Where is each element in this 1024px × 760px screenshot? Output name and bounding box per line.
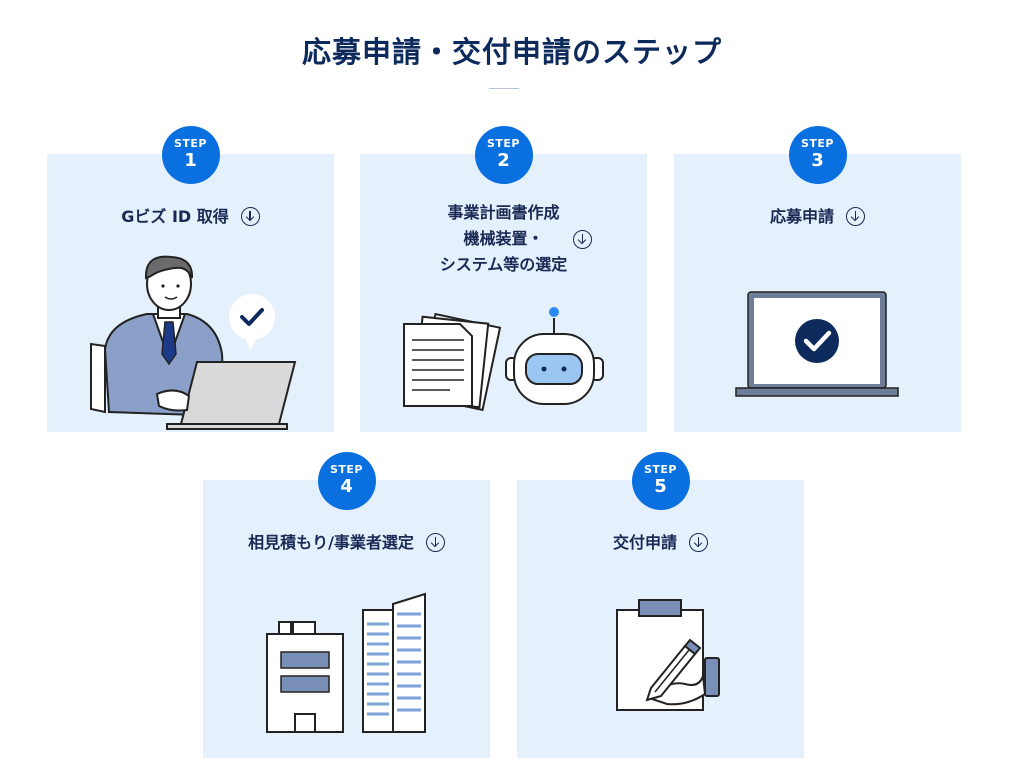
clipboard-sign-icon — [616, 599, 720, 711]
step-title-line: 機械装置・ — [463, 229, 544, 248]
step-title-1: Gビズ ID 取得 — [47, 204, 334, 230]
arrow-down-circle-icon[interactable] — [425, 533, 445, 552]
step-title-line: 交付申請 — [612, 533, 677, 552]
step-title-line: 応募申請 — [769, 207, 834, 226]
step-badge-2: STEP 2 — [474, 126, 533, 184]
step-title-4: 相見積もり/事業者選定 — [203, 530, 490, 556]
step-card-2[interactable]: STEP 2 事業計画書作成 機械装置・ システム等の選定 — [360, 126, 647, 432]
step-label: STEP — [800, 137, 834, 150]
step-number: 4 — [340, 476, 353, 497]
step-number: 2 — [497, 150, 510, 171]
step-card-5[interactable]: STEP 5 交付申請 — [517, 452, 804, 758]
step-number: 1 — [184, 150, 197, 171]
step-number: 5 — [654, 476, 667, 497]
step-badge-4: STEP 4 — [317, 452, 376, 510]
arrow-down-circle-icon[interactable] — [240, 207, 260, 226]
arrow-down-circle-icon[interactable] — [573, 230, 592, 249]
laptop-check-icon — [735, 291, 899, 397]
step-label: STEP — [643, 463, 677, 476]
step-label: STEP — [486, 137, 520, 150]
step-title-5: 交付申請 — [517, 530, 804, 556]
step-number: 3 — [811, 150, 824, 171]
step-label: STEP — [173, 137, 207, 150]
step-card-1[interactable]: STEP 1 Gビズ ID 取得 — [47, 126, 334, 432]
documents-robot-icon — [403, 307, 604, 412]
businessman-laptop-icon — [90, 255, 297, 430]
step-card-3[interactable]: STEP 3 応募申請 — [674, 126, 961, 432]
step-label: STEP — [329, 463, 363, 476]
buildings-icon — [266, 592, 426, 733]
step-title-line: 相見積もり/事業者選定 — [248, 533, 414, 552]
step-title-3: 応募申請 — [674, 204, 961, 230]
step-badge-1: STEP 1 — [161, 126, 220, 184]
step-badge-5: STEP 5 — [631, 452, 690, 510]
step-badge-3: STEP 3 — [788, 126, 847, 184]
title-divider — [489, 88, 519, 89]
page-title: 応募申請・交付申請のステップ — [301, 35, 722, 70]
arrow-down-circle-icon[interactable] — [689, 533, 708, 552]
step-card-4[interactable]: STEP 4 相見積もり/事業者選定 — [203, 452, 490, 758]
arrow-down-circle-icon[interactable] — [846, 207, 865, 226]
step-title-line: 事業計画書作成 — [447, 203, 560, 222]
step-title-line: Gビズ ID 取得 — [121, 207, 229, 226]
step-title-2: 事業計画書作成 機械装置・ システム等の選定 — [360, 200, 647, 278]
step-title-line: システム等の選定 — [439, 255, 568, 274]
